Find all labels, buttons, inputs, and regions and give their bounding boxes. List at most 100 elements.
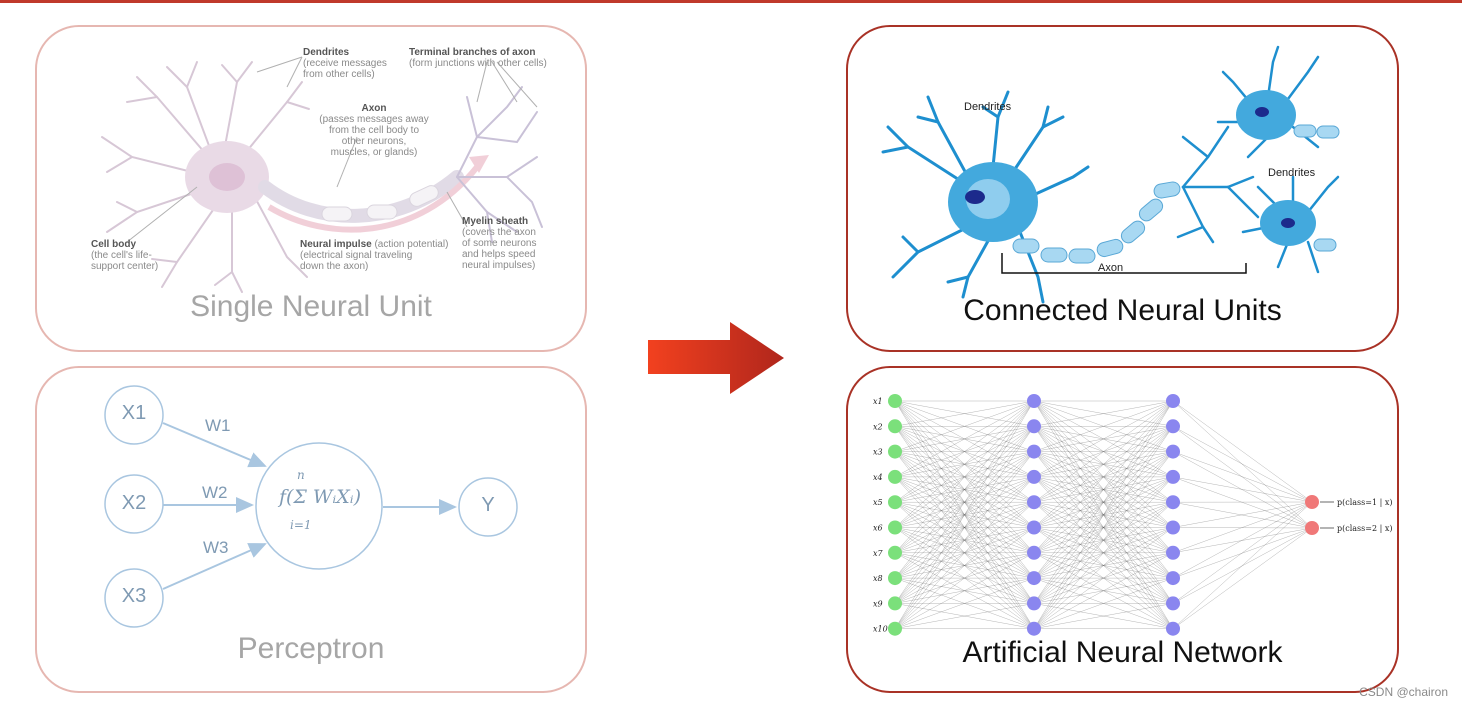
ann-hidden-node xyxy=(1027,469,1041,484)
ann-hidden-node xyxy=(1027,571,1041,586)
ann-edge xyxy=(894,476,1035,629)
myelin-sheath-label: Myelin sheath (covers the axon of some n… xyxy=(462,216,537,271)
ann-edge xyxy=(894,400,1035,579)
ann-edge xyxy=(894,577,1035,629)
ann-edge xyxy=(1172,426,1313,529)
input-x1-label: X1 xyxy=(121,402,147,424)
ann-output-label: p(class=2 | x) xyxy=(1337,524,1392,533)
ann-hidden-node xyxy=(1166,469,1180,484)
ann-hidden-node xyxy=(1166,545,1180,560)
edge-w3 xyxy=(162,543,267,590)
cell-body-label: Cell body (the cell's life- support cent… xyxy=(91,239,159,272)
top-rule xyxy=(0,0,1462,3)
ann-edge xyxy=(1172,501,1313,553)
ann-edge xyxy=(1172,451,1313,529)
terminal-branches-label: Terminal branches of axon (form junction… xyxy=(409,47,547,69)
watermark: CSDN @chairon xyxy=(1359,685,1448,699)
ann-edge xyxy=(894,400,1035,478)
ann-edge xyxy=(1033,552,1174,629)
ann-edge xyxy=(1172,501,1313,528)
ann-hidden-node xyxy=(1027,495,1041,510)
ann-edge xyxy=(1172,476,1313,503)
ann-input-node xyxy=(888,495,902,510)
ann-hidden-node xyxy=(1166,495,1180,510)
ann-edge xyxy=(1033,400,1174,604)
connected-neurons-illustration xyxy=(881,45,1340,304)
panel-title: Single Neural Unit xyxy=(190,290,432,323)
ann-edge xyxy=(1033,400,1174,528)
ann-edge xyxy=(1172,527,1313,579)
axon-label: Axon xyxy=(1098,262,1124,274)
ann-edge xyxy=(1033,577,1174,629)
ann-edge xyxy=(1172,451,1313,503)
ann-input-node xyxy=(888,520,902,535)
input-node-x3 xyxy=(104,568,164,628)
ann-hidden-node xyxy=(1027,596,1041,611)
ann-edge xyxy=(894,527,1035,629)
ann-edge xyxy=(1172,476,1313,529)
input-x2-label: X2 xyxy=(121,492,147,514)
single-neural-unit-panel: Dendrites (receive messages from other c… xyxy=(35,25,587,352)
ann-output-node xyxy=(1305,521,1319,535)
ann-edge xyxy=(894,603,1035,629)
transition-arrow-icon xyxy=(648,322,784,394)
ann-input-node xyxy=(888,545,902,560)
ann-edge xyxy=(894,552,1035,629)
ann-input-node xyxy=(888,444,902,459)
ann-edge xyxy=(1172,502,1313,529)
ann-edge xyxy=(1033,476,1174,629)
ann-input-label: x6 xyxy=(873,524,883,533)
ann-edge xyxy=(1033,426,1174,629)
sum-lower-limit: i=1 xyxy=(290,518,312,532)
ann-input-label: x3 xyxy=(873,448,883,457)
ann-edge xyxy=(894,400,1035,427)
ann-edge xyxy=(894,400,1035,503)
ann-input-node xyxy=(888,394,902,408)
ann-hidden-node xyxy=(1166,394,1180,408)
ann-edge xyxy=(1033,451,1174,629)
ann-edge xyxy=(1172,527,1313,629)
weight-w3-label: W3 xyxy=(203,538,229,557)
axon-label: Axon (passes messages away from the cell… xyxy=(319,103,429,158)
ann-edge xyxy=(894,400,1035,528)
ann-input-node xyxy=(888,596,902,611)
ann-edge xyxy=(1172,527,1313,604)
ann-edge xyxy=(894,400,1035,553)
ann-input-node xyxy=(888,621,902,636)
ann-edge xyxy=(894,502,1035,629)
axon-bracket xyxy=(1001,253,1247,274)
ann-hidden-node xyxy=(1166,621,1180,636)
ann-edge xyxy=(1033,400,1174,553)
panel-title: Connected Neural Units xyxy=(963,294,1282,327)
ann-edge xyxy=(894,400,1035,604)
ann-input-label: x8 xyxy=(873,574,883,583)
dendrites-left-label: Dendrites xyxy=(964,101,1012,113)
panel-title: Artificial Neural Network xyxy=(962,636,1283,669)
ann-hidden-node xyxy=(1166,596,1180,611)
sum-upper-limit: n xyxy=(297,468,305,482)
ann-hidden-node xyxy=(1027,621,1041,636)
ann-edge xyxy=(1033,400,1174,503)
ann-input-label: x10 xyxy=(873,625,888,634)
ann-input-node xyxy=(888,469,902,484)
weight-w1-label: W1 xyxy=(205,416,231,435)
dendrites-right-label: Dendrites xyxy=(1268,167,1316,179)
ann-edge xyxy=(894,451,1035,629)
ann-edge xyxy=(894,426,1035,629)
ann-edge xyxy=(1033,603,1174,629)
edge-w1 xyxy=(162,422,267,468)
ann-edge xyxy=(1172,527,1313,529)
ann-edge xyxy=(1033,527,1174,629)
ann-hidden-node xyxy=(1027,545,1041,560)
neuron-illustration xyxy=(101,56,543,293)
ann-edge xyxy=(1172,501,1313,604)
ann-hidden-node xyxy=(1027,520,1041,535)
ann-input-label: x1 xyxy=(873,397,883,406)
ann-edge xyxy=(1172,400,1313,529)
perceptron-diagram xyxy=(104,385,518,628)
ann-edge xyxy=(1033,400,1174,579)
ann-input-label: x7 xyxy=(873,549,884,558)
connected-neural-units-panel: Dendrites Dendrites Axon Connected Neura… xyxy=(846,25,1399,352)
ann-edge xyxy=(894,400,1035,629)
